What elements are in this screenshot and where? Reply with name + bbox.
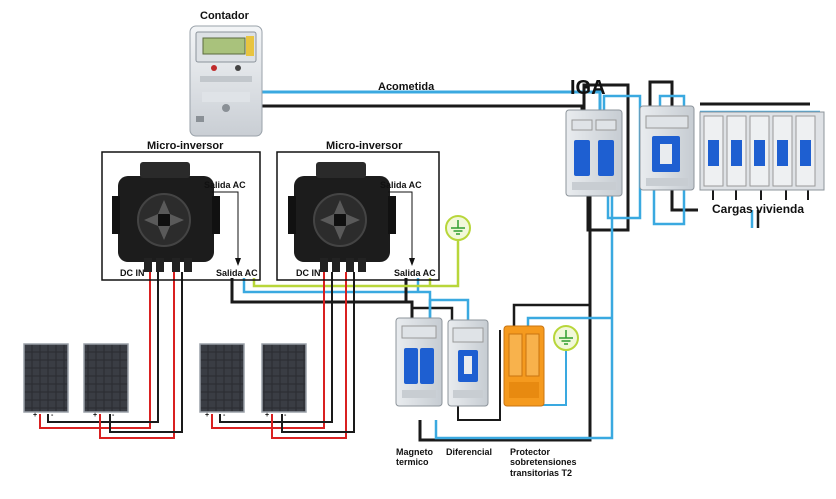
micro-inverter-icon — [288, 162, 396, 272]
micro-inverter-1-label: Micro-inversor — [147, 140, 224, 152]
rcd-label: Diferencial — [446, 447, 493, 457]
service-line-phase-wire — [262, 104, 584, 112]
dc-input-label-1: DC IN — [120, 268, 145, 278]
dc-negative-panel-3 — [219, 272, 333, 423]
panel-2-negative-mark: - — [112, 412, 115, 419]
dc-positive-panel-3 — [211, 272, 325, 429]
ac-output-label-top-2: Salida AC — [380, 180, 422, 190]
inverter-earth-wire — [252, 240, 460, 288]
ac-output-label-bottom-1: Salida AC — [216, 268, 258, 278]
din-breaker-icon — [772, 115, 793, 187]
din-breaker-icon — [726, 115, 747, 187]
micro-inverter-2-label: Micro-inversor — [326, 140, 403, 152]
panel-3-negative-mark: - — [223, 412, 226, 419]
generation-neutral-wire — [434, 195, 614, 440]
solar-panel-icon — [261, 343, 307, 413]
dc-negative-panel-2 — [109, 272, 183, 433]
service-line-neutral-wire — [262, 90, 602, 112]
rcd-to-spd-phase — [457, 330, 501, 421]
panel-4-positive-mark: + — [265, 412, 270, 419]
iga-to-switch-phase — [582, 83, 630, 232]
panel-1-positive-mark: + — [33, 412, 38, 419]
ac-output-label-top-1: Salida AC — [204, 180, 246, 190]
loads-breaker-panel — [699, 111, 825, 191]
energy-meter-icon — [189, 25, 263, 137]
solar-panel-icon — [199, 343, 245, 413]
din-breaker-icon — [749, 115, 770, 187]
panel-2-positive-mark: + — [93, 412, 98, 419]
mcb-label: Magneto termico — [396, 447, 433, 468]
dc-negative-panel-1 — [47, 272, 159, 423]
ac-output-arrow — [212, 191, 241, 266]
main-breaker-iga — [565, 109, 623, 197]
ac-output-arrow — [388, 191, 415, 266]
meter-label: Contador — [200, 10, 249, 22]
inverter-ac-phase-wire — [230, 278, 414, 318]
home-loads-label: Cargas vivienda — [712, 202, 805, 216]
surge-protector — [503, 325, 545, 407]
earth-ground-icon — [445, 215, 471, 241]
din-breaker-icon — [639, 105, 695, 191]
micro-inverter-icon — [112, 162, 220, 272]
micro-inverter-frame-1 — [101, 151, 261, 281]
main-breaker-label: IGA — [570, 77, 606, 99]
solar-panel-icon — [83, 343, 129, 413]
din-breaker-icon — [795, 115, 816, 187]
panel-3-positive-mark: + — [205, 412, 210, 419]
spd-phase-feed — [512, 303, 590, 330]
wiring — [39, 80, 820, 442]
mcb-breaker — [395, 317, 443, 407]
panel-4-negative-mark: - — [284, 412, 287, 419]
rcd-breaker — [447, 319, 489, 407]
dc-negative-panel-4 — [281, 272, 355, 433]
ac-output-label-bottom-2: Salida AC — [394, 268, 436, 278]
dc-positive-panel-4 — [271, 272, 347, 439]
earth-ground-icon — [553, 325, 579, 351]
spd-earth-wire — [540, 350, 567, 406]
dc-input-label-2: DC IN — [296, 268, 321, 278]
inverter-ac-neutral-wire — [242, 278, 432, 318]
surge-protector-label: Protector sobretensiones transitorias T2 — [510, 447, 577, 478]
din-breaker-icon — [703, 115, 724, 187]
panel-1-negative-mark: - — [51, 412, 54, 419]
solar-panel-icon — [23, 343, 69, 413]
dc-positive-panel-2 — [99, 272, 175, 439]
micro-inverter-frame-2 — [276, 151, 440, 281]
switch-feed-neutral — [658, 94, 686, 108]
dc-positive-panel-1 — [39, 272, 151, 429]
service-line-label: Acometida — [378, 81, 435, 93]
